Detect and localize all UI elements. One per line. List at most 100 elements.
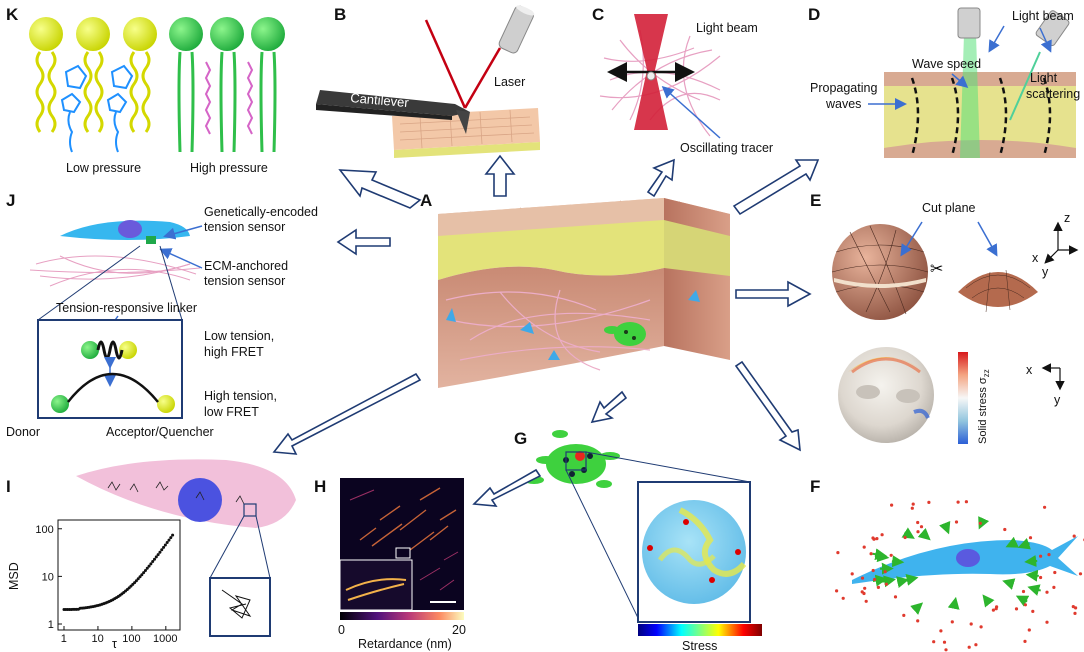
bead-dot — [1074, 606, 1078, 610]
donor-label: Donor — [6, 425, 40, 439]
panel-label-b: B — [334, 5, 346, 24]
trajectory-inset — [209, 577, 271, 637]
axis-z: z — [1064, 211, 1070, 225]
bead-dot — [893, 595, 898, 599]
acceptor-high — [157, 395, 175, 413]
panel-f: F — [810, 477, 1084, 652]
bead-dot — [1052, 585, 1056, 590]
bead-dot — [916, 619, 920, 623]
collagen-fibers-a — [445, 289, 651, 371]
panel-label-f: F — [810, 477, 820, 496]
msd-point — [160, 548, 164, 552]
traction-arrow — [905, 574, 919, 586]
stress-sphere — [838, 347, 934, 443]
block-side-face — [664, 198, 730, 360]
retardance-colorbar — [340, 612, 464, 620]
axis-x2: x — [1026, 363, 1033, 377]
low-tension-label-2: high FRET — [204, 345, 264, 359]
panel-label-d: D — [808, 5, 820, 24]
nucleus-j — [118, 220, 142, 238]
donor-fluorophore-low — [81, 341, 99, 359]
bead-dot — [862, 545, 866, 549]
bead-dot — [863, 586, 867, 590]
traction-arrow — [982, 594, 995, 608]
traction-arrow — [882, 575, 896, 588]
traction-arrow — [1027, 584, 1041, 596]
bead-dot — [875, 537, 879, 541]
wave-fronts — [910, 77, 1052, 157]
traction-arrow — [1025, 569, 1039, 582]
msd-point — [131, 582, 135, 586]
scattering-label-1: Light — [1030, 71, 1058, 85]
bead-dot — [1078, 572, 1083, 576]
axes-xyz: z x y — [1032, 211, 1079, 279]
msd-point — [156, 553, 160, 557]
particle-trajectory — [221, 589, 252, 619]
msd-point — [154, 555, 158, 559]
panel-j: J Genetically-encoded tension sensor ECM… — [6, 191, 318, 439]
msd-point — [149, 562, 153, 566]
traction-arrow — [874, 550, 890, 563]
bead-dot — [944, 648, 948, 652]
bead-dot — [991, 608, 996, 612]
bead-dot — [871, 536, 875, 540]
bead-dot — [911, 502, 915, 506]
axis-y: y — [1042, 265, 1049, 279]
panel-label-i: I — [6, 477, 11, 496]
bead-dot — [836, 551, 840, 555]
bead-dot — [1023, 603, 1027, 607]
bead-dot — [883, 570, 887, 574]
stress-colorbar-e — [958, 352, 968, 444]
arrow-to-k — [338, 169, 422, 209]
arrow-to-j — [336, 228, 391, 256]
msd-point — [140, 573, 144, 577]
coiled-linker — [96, 340, 124, 360]
msd-point — [136, 577, 140, 581]
high-tension-label-2: low FRET — [204, 405, 259, 419]
bead-dot — [890, 503, 894, 507]
low-pressure-lipids — [29, 17, 157, 153]
panel-label-g: G — [514, 429, 527, 448]
tumor-stress-sphere — [642, 500, 746, 604]
cut-band — [834, 278, 926, 288]
bead-dot — [916, 530, 920, 534]
navigation-arrows — [272, 154, 820, 507]
bead-dot — [967, 645, 971, 649]
cantilever — [316, 90, 470, 116]
retardance-label: Retardance (nm) — [358, 637, 452, 651]
arrow-to-e — [735, 280, 812, 308]
bead-dot — [1023, 639, 1027, 644]
bead-dot — [910, 506, 914, 510]
msd-point — [147, 564, 151, 568]
arrow-to-c — [646, 158, 675, 198]
ecm-sensor-label-2: tension sensor — [204, 274, 285, 288]
traction-arrow — [1002, 578, 1016, 590]
bead-dot — [969, 622, 973, 626]
bead-dot — [1072, 534, 1076, 538]
laser-beam-out — [463, 47, 502, 109]
laser-beam-in — [424, 19, 467, 109]
bead-dot — [1039, 575, 1043, 580]
axes-xy: x y — [1026, 363, 1065, 407]
msd-ylabel: MSD — [7, 562, 21, 590]
bead-dot — [1031, 609, 1035, 614]
high-pressure-lipids — [169, 17, 285, 153]
donor-fluorophore-high — [51, 395, 69, 413]
msd-xtick-label: 10 — [92, 633, 104, 645]
arrow-to-d — [732, 159, 820, 216]
msd-point — [163, 543, 167, 547]
ecm-fibers-j — [29, 255, 201, 287]
panel-label-c: C — [592, 5, 604, 24]
bead-dot — [871, 568, 875, 573]
traction-arrow — [1015, 595, 1030, 607]
genetic-sensor-label-2: tension sensor — [204, 220, 285, 234]
msd-point — [142, 571, 146, 575]
stress-colorbar-g — [638, 624, 762, 636]
high-pressure-label: High pressure — [190, 161, 268, 175]
oscillating-tracer-label: Oscillating tracer — [680, 141, 773, 155]
epidermis-layer — [438, 220, 664, 280]
msd-point — [162, 545, 166, 549]
bead-dot — [995, 605, 999, 609]
